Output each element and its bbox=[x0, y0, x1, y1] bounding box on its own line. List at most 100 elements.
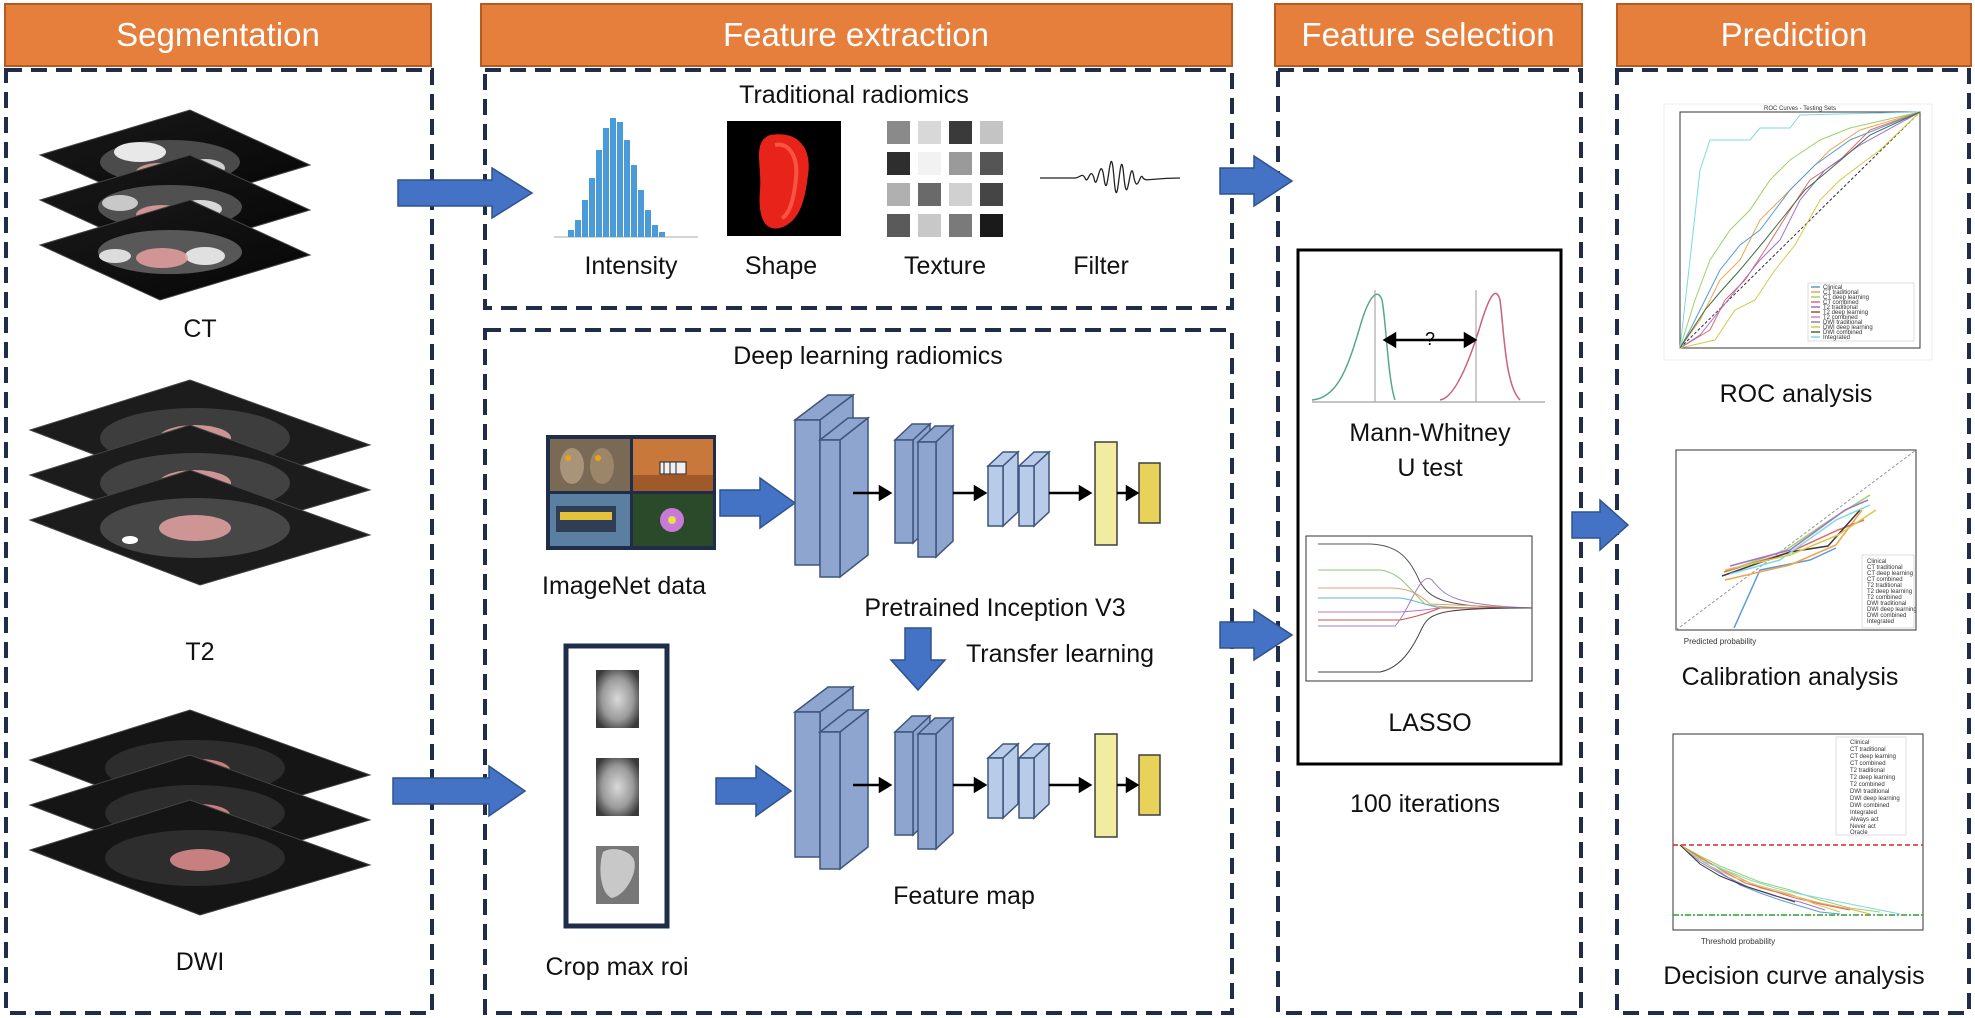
dca-xlabel: Threshold probability bbox=[1701, 937, 1775, 946]
calibration-legend-item: CT deep learning bbox=[1867, 571, 1913, 577]
header-segmentation: Segmentation bbox=[4, 3, 432, 67]
calibration-legend-item: DWI deep learning bbox=[1867, 607, 1917, 613]
selection-methods-box bbox=[1296, 248, 1563, 766]
dca-legend-item: CT traditional bbox=[1850, 747, 1886, 753]
deep-learning-panel bbox=[483, 328, 1234, 1015]
calibration-legend-item: Clinical bbox=[1867, 559, 1886, 565]
arrow-ct-to-traditional bbox=[397, 166, 534, 220]
roc-legend-item: DWI traditional bbox=[1823, 320, 1862, 326]
roc-legend-item: DWI combined bbox=[1823, 330, 1862, 336]
question-mark: ? bbox=[1425, 329, 1435, 349]
dca-legend-item: T2 deep learning bbox=[1850, 775, 1895, 781]
transfer-learning-label: Transfer learning bbox=[966, 640, 1154, 668]
roc-label: ROC analysis bbox=[1720, 380, 1873, 408]
dca-legend-item: CT combined bbox=[1850, 761, 1886, 767]
dwi-label: DWI bbox=[176, 948, 225, 976]
crop-roi-box bbox=[563, 643, 670, 929]
arrow-crop-to-cnn bbox=[715, 764, 793, 818]
dca-legend-item: Always act bbox=[1850, 817, 1879, 823]
roc-legend-item: DWI deep learning bbox=[1823, 325, 1873, 331]
roc-legend-item: Clinical bbox=[1823, 285, 1842, 291]
roc-legend-item: CT traditional bbox=[1823, 290, 1859, 296]
calibration-legend-item: CT traditional bbox=[1867, 565, 1903, 571]
cnn-pretrained bbox=[792, 393, 1161, 579]
deep-learning-title: Deep learning radiomics bbox=[733, 342, 1003, 370]
dwi-image-stack bbox=[28, 709, 372, 916]
calibration-plot: Predicted probability Clinical CT tradit… bbox=[1660, 445, 1924, 646]
intensity-label: Intensity bbox=[584, 252, 678, 280]
calibration-legend-item: T2 combined bbox=[1867, 595, 1902, 601]
roc-legend-item: Integrated bbox=[1823, 335, 1850, 341]
mann-whitney-label-1: Mann-Whitney bbox=[1349, 419, 1511, 447]
prediction-panel bbox=[1615, 68, 1971, 1015]
feature-selection-panel bbox=[1276, 68, 1583, 1015]
crop-label: Crop max roi bbox=[545, 953, 688, 981]
lasso-plot bbox=[1305, 535, 1533, 682]
dca-legend-item: Oracle bbox=[1850, 830, 1868, 836]
dca-legend-item: Never act bbox=[1850, 824, 1876, 830]
filter-wavelet bbox=[1040, 160, 1181, 194]
roc-title: ROC Curves - Testing Sets bbox=[1764, 106, 1836, 112]
calibration-legend-item: T2 deep learning bbox=[1867, 589, 1912, 595]
arrow-imagenet-to-cnn bbox=[719, 476, 797, 530]
imagenet-thumbnails bbox=[546, 435, 716, 550]
dca-legend-item: T2 traditional bbox=[1850, 768, 1885, 774]
feature-map-label: Feature map bbox=[893, 882, 1035, 910]
calibration-legend-item: DWI traditional bbox=[1867, 601, 1906, 607]
mann-whitney-plot: ? bbox=[1311, 290, 1545, 403]
traditional-radiomics-title: Traditional radiomics bbox=[739, 81, 969, 109]
header-feature-extraction: Feature extraction bbox=[480, 3, 1233, 67]
dca-legend-item: DWI deep learning bbox=[1850, 796, 1900, 802]
filter-label: Filter bbox=[1073, 252, 1129, 280]
ct-image-stack bbox=[38, 109, 312, 301]
roc-legend-item: T2 traditional bbox=[1823, 305, 1858, 311]
arrow-traditional-to-selection bbox=[1219, 154, 1294, 208]
roc-legend-item: CT deep learning bbox=[1823, 295, 1869, 301]
texture-grid bbox=[887, 121, 1003, 237]
segmentation-title: Segmentation bbox=[116, 16, 320, 53]
intensity-histogram bbox=[554, 118, 698, 238]
mann-whitney-label-2: U test bbox=[1397, 454, 1462, 482]
calibration-legend-item: T2 traditional bbox=[1867, 583, 1902, 589]
calibration-label: Calibration analysis bbox=[1682, 663, 1899, 691]
roc-legend-item: T2 combined bbox=[1823, 315, 1858, 321]
dca-legend-item: Integrated bbox=[1850, 810, 1877, 816]
texture-label: Texture bbox=[904, 252, 986, 280]
feature-extraction-title: Feature extraction bbox=[723, 16, 989, 53]
dca-legend-item: DWI traditional bbox=[1850, 789, 1889, 795]
t2-label: T2 bbox=[185, 638, 214, 666]
calibration-legend-item: Integrated bbox=[1867, 619, 1894, 625]
dca-legend-item: DWI combined bbox=[1850, 803, 1889, 809]
calibration-legend-item: CT combined bbox=[1867, 577, 1903, 583]
shape-rendering bbox=[727, 121, 841, 236]
decision-curve-plot: Threshold probability Clinical CT tradit… bbox=[1630, 728, 1934, 946]
header-feature-selection: Feature selection bbox=[1274, 3, 1583, 67]
imagenet-label: ImageNet data bbox=[542, 572, 706, 600]
t2-image-stack bbox=[28, 379, 372, 586]
decision-curve-label: Decision curve analysis bbox=[1663, 962, 1924, 990]
lasso-label: LASSO bbox=[1388, 709, 1471, 737]
calibration-legend-item: DWI combined bbox=[1867, 613, 1906, 619]
arrow-selection-to-prediction bbox=[1571, 498, 1630, 552]
iterations-label: 100 iterations bbox=[1350, 790, 1500, 818]
calibration-legend: Clinical CT traditional CT deep learning… bbox=[1861, 554, 1917, 629]
dca-legend-item: Clinical bbox=[1850, 740, 1869, 746]
pretrained-label: Pretrained Inception V3 bbox=[864, 594, 1125, 622]
dca-legend: Clinical CT traditional CT deep learning… bbox=[1835, 736, 1907, 836]
roc-legend: Clinical CT traditional CT deep learning… bbox=[1823, 285, 1873, 341]
prediction-title: Prediction bbox=[1721, 16, 1868, 53]
feature-selection-title: Feature selection bbox=[1301, 16, 1554, 53]
dca-legend-item: CT deep learning bbox=[1850, 754, 1896, 760]
ct-label: CT bbox=[183, 315, 216, 343]
cnn-transfer bbox=[792, 685, 1161, 871]
roc-legend-item: T2 deep learning bbox=[1823, 310, 1868, 316]
segmentation-panel bbox=[4, 68, 434, 1015]
arrow-deep-to-selection bbox=[1219, 608, 1294, 662]
roc-legend-item: CT combined bbox=[1823, 300, 1859, 306]
arrow-dwi-to-crop bbox=[392, 764, 527, 818]
roc-plot: ROC Curves - Testing Sets bbox=[1663, 103, 1933, 361]
transfer-learning-arrow bbox=[889, 627, 947, 692]
calibration-xlabel: Predicted probability bbox=[1684, 637, 1756, 646]
dca-legend-item: T2 combined bbox=[1850, 782, 1885, 788]
